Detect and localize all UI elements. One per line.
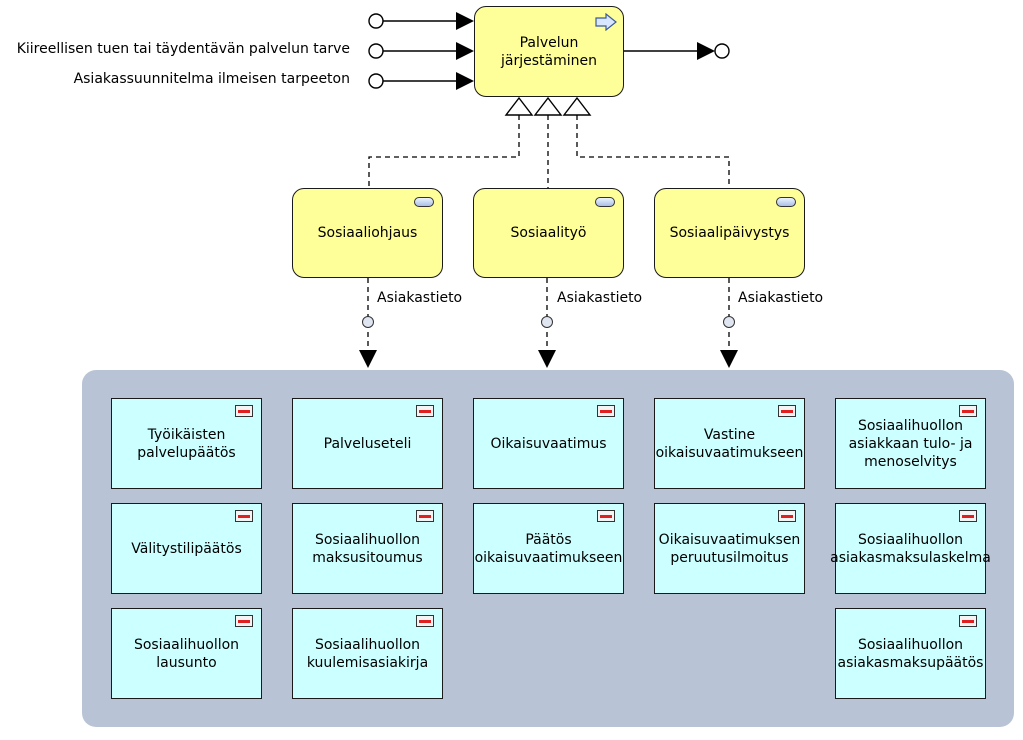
input-label-3: Asiakassuunnitelma ilmeisen tarpeeton [73, 71, 350, 87]
flow-1 [359, 278, 377, 368]
document-icon [235, 615, 253, 627]
input-label-2: Kiireellisen tuen tai täydentävän palvel… [16, 41, 350, 57]
document-asiakasmaksulaskelma[interactable]: Sosiaalihuollon asiakasmaksulaskelma [830, 503, 991, 594]
document-icon [959, 405, 977, 417]
document-icon [416, 510, 434, 522]
document-label: Työikäisten palvelupäätös [137, 426, 236, 461]
document-label: Oikaisuvaatimus [490, 435, 607, 452]
process-box[interactable]: Palvelun järjestäminen [474, 6, 624, 97]
function-pill-icon [414, 197, 434, 207]
function-pill-icon [776, 197, 796, 207]
document-label: Päätös oikaisuvaatimukseen [474, 531, 623, 566]
document-label: Sosiaalihuollon asiakasmaksupäätös [837, 636, 984, 671]
document-label: Sosiaalihuollon asiakasmaksulaskelma [830, 531, 991, 566]
flow-label-2: Asiakastieto [557, 290, 643, 306]
document-valitystilipaatos[interactable]: Välitystilipäätös [111, 503, 262, 594]
document-asiakasmaksupaatos[interactable]: Sosiaalihuollon asiakasmaksupäätös [835, 608, 986, 699]
flow-3 [720, 278, 738, 368]
realization-links [368, 115, 730, 188]
flow-2 [538, 278, 556, 368]
document-label: Sosiaalihuollon maksusitoumus [312, 531, 423, 566]
flow-label-1: Asiakastieto [377, 290, 463, 306]
document-icon [597, 405, 615, 417]
document-label: Sosiaalihuollon kuulemisasiakirja [306, 636, 429, 671]
function-sosiaaliohjaus[interactable]: Sosiaaliohjaus [292, 188, 443, 278]
document-palveluseteli[interactable]: Palveluseteli [292, 398, 443, 489]
document-lausunto[interactable]: Sosiaalihuollon lausunto [111, 608, 262, 699]
document-maksusitoumus[interactable]: Sosiaalihuollon maksusitoumus [292, 503, 443, 594]
document-label: Välitystilipäätös [131, 540, 242, 557]
process-label: Palvelun järjestäminen [501, 34, 597, 69]
document-icon [959, 615, 977, 627]
document-label: Sosiaalihuollon lausunto [133, 636, 240, 671]
function-sosiaalityo[interactable]: Sosiaalityö [473, 188, 624, 278]
input-arrow-3 [368, 72, 474, 90]
document-icon [235, 405, 253, 417]
document-tyoikaisten-palvelupaatos[interactable]: Työikäisten palvelupäätös [111, 398, 262, 489]
document-icon [416, 615, 434, 627]
flow-label-3: Asiakastieto [738, 290, 824, 306]
document-paatos-oikaisuvaatimukseen[interactable]: Päätös oikaisuvaatimukseen [473, 503, 624, 594]
document-peruutusilmoitus[interactable]: Oikaisuvaatimuksen peruutusilmoitus [654, 503, 805, 594]
output-arrow [624, 42, 730, 60]
document-kuulemisasiakirja[interactable]: Sosiaalihuollon kuulemisasiakirja [292, 608, 443, 699]
document-icon [778, 405, 796, 417]
function-label: Sosiaalityö [510, 225, 587, 241]
document-tulo-ja-menoselvitys[interactable]: Sosiaalihuollon asiakkaan tulo- ja menos… [835, 398, 986, 489]
document-oikaisuvaatimus[interactable]: Oikaisuvaatimus [473, 398, 624, 489]
input-arrow-1 [368, 12, 474, 30]
document-icon [597, 510, 615, 522]
function-sosiaalipaivystys[interactable]: Sosiaalipäivystys [654, 188, 805, 278]
document-label: Oikaisuvaatimuksen peruutusilmoitus [658, 531, 801, 566]
document-label: Sosiaalihuollon asiakkaan tulo- ja menos… [848, 417, 973, 470]
document-label: Palveluseteli [323, 435, 412, 452]
process-arrow-icon [595, 13, 617, 31]
realization-triangles [504, 96, 592, 116]
function-label: Sosiaaliohjaus [317, 225, 418, 241]
function-pill-icon [595, 197, 615, 207]
document-icon [235, 510, 253, 522]
document-icon [416, 405, 434, 417]
function-label: Sosiaalipäivystys [669, 225, 790, 241]
document-vastine[interactable]: Vastine oikaisuvaatimukseen [654, 398, 805, 489]
information-flows [359, 278, 738, 368]
input-arrow-2 [368, 42, 474, 60]
document-icon [959, 510, 977, 522]
document-icon [778, 510, 796, 522]
document-label: Vastine oikaisuvaatimukseen [655, 426, 804, 461]
